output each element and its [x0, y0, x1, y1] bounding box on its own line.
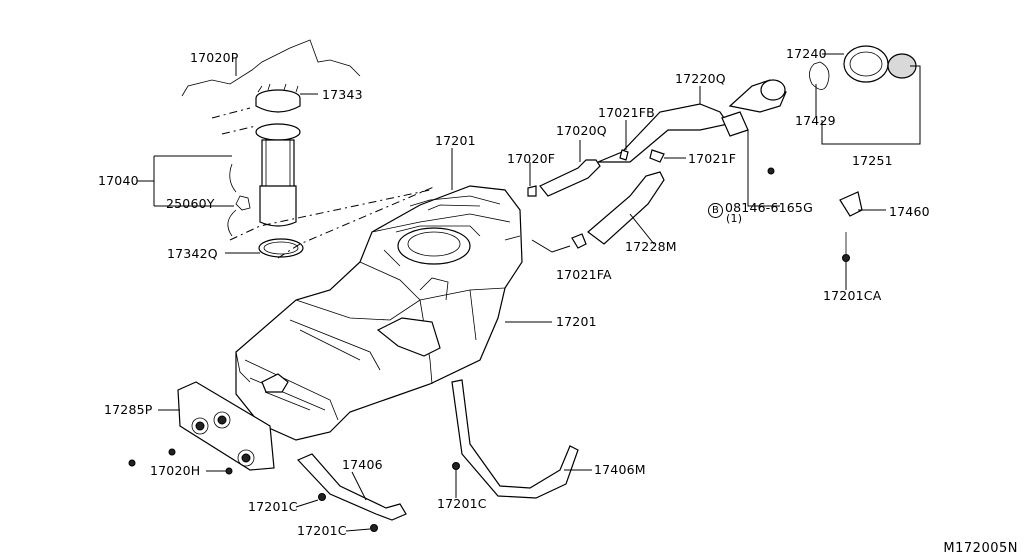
label-17021fb: 17021FB [598, 105, 655, 120]
label-08146-6165g-text: 08146-6165G [725, 200, 813, 215]
filler-cap-set [809, 45, 917, 90]
harness-17020p [181, 39, 361, 97]
label-17251: 17251 [852, 153, 893, 168]
label-17240: 17240 [786, 46, 827, 61]
b-circle-icon: B [708, 203, 723, 218]
label-17040: 17040 [98, 173, 139, 188]
diagram-reference-code: M172005N [943, 541, 1018, 556]
strap-17406m [451, 379, 579, 499]
label-17021f: 17021F [688, 151, 737, 166]
leader-lines [137, 53, 921, 532]
label-17228m: 17228M [625, 239, 677, 254]
label-17406m: 17406M [594, 462, 646, 477]
label-17220q: 17220Q [675, 71, 726, 86]
label-17201-mid: 17201 [556, 314, 597, 329]
assembly-lines [211, 107, 437, 259]
label-17201c-left: 17201C [248, 499, 298, 514]
label-17429: 17429 [795, 113, 836, 128]
bolts [128, 167, 850, 532]
label-17201c-bottom: 17201C [437, 496, 487, 511]
label-17342q: 17342Q [167, 246, 218, 261]
label-17020p: 17020P [190, 50, 239, 65]
label-17020q: 17020Q [556, 123, 607, 138]
label-17201c-right: 17201C [297, 523, 347, 538]
label-17285p: 17285P [104, 402, 153, 417]
label-17460: 17460 [889, 204, 930, 219]
label-17201-top: 17201 [435, 133, 476, 148]
label-25060y: 25060Y [166, 196, 215, 211]
label-17020h: 17020H [150, 463, 201, 478]
strap-17406 [296, 453, 407, 521]
filler-pipes [527, 79, 787, 249]
label-17406: 17406 [342, 457, 383, 472]
label-17343: 17343 [322, 87, 363, 102]
label-17201ca: 17201CA [823, 288, 882, 303]
label-17020f: 17020F [507, 151, 556, 166]
heat-shield [177, 381, 275, 471]
label-08146-qty: (1) [726, 212, 743, 225]
bracket-17460 [839, 191, 863, 217]
fuel-pump-module [227, 83, 304, 258]
fuel-tank [235, 185, 523, 441]
label-17021fa: 17021FA [556, 267, 612, 282]
